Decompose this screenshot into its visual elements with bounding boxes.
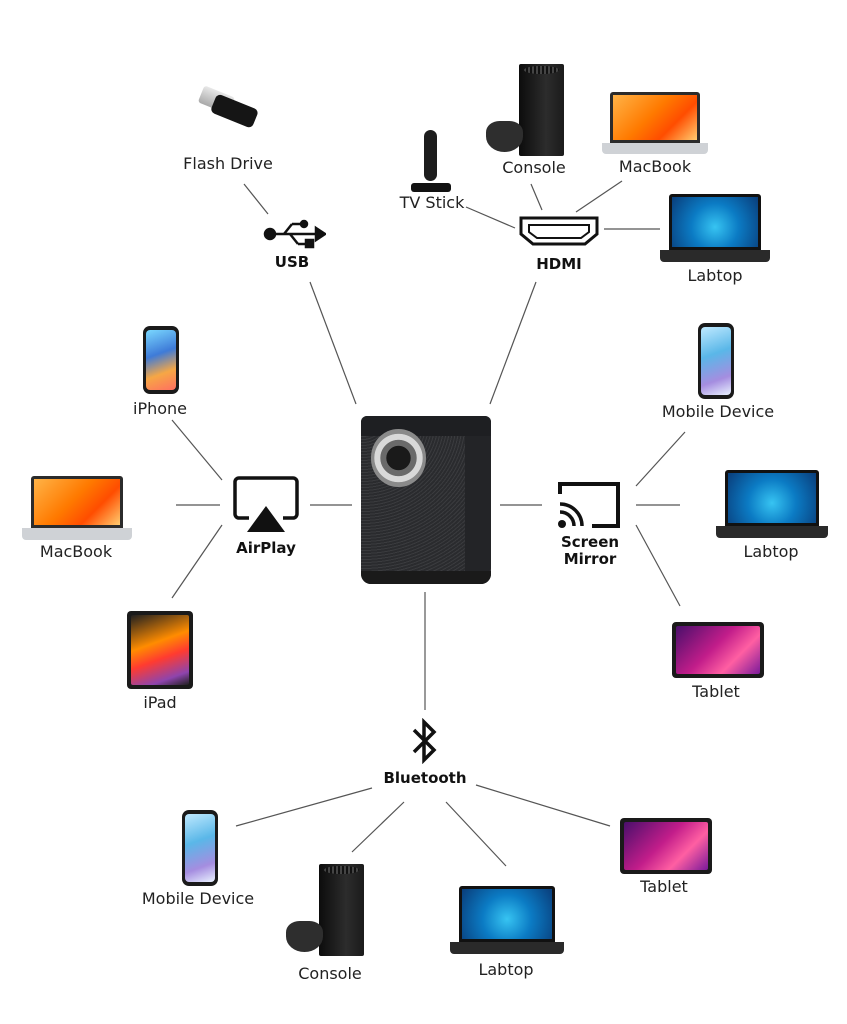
line-flashdrive-usb: [243, 183, 269, 215]
macbook-airplay: [22, 476, 132, 540]
line-mobile-bluetooth: [235, 787, 373, 827]
line-usb-projector: [309, 281, 357, 405]
line-console-bluetooth: [351, 801, 405, 853]
screen-mirror-label-line2: Mirror: [563, 550, 617, 568]
tablet-mirror: [672, 622, 764, 678]
ipad-label: iPad: [143, 693, 177, 712]
usb-label: USB: [274, 253, 310, 271]
bluetooth-hub: Bluetooth: [380, 716, 470, 792]
labtop-hdmi-label: Labtop: [687, 266, 743, 285]
projector-top: [361, 416, 491, 437]
labtop-mirror-label: Labtop: [743, 542, 799, 561]
macbook-airplay-base: [22, 528, 132, 540]
labtop-base: [660, 249, 770, 262]
flash-drive-label: Flash Drive: [183, 154, 273, 173]
macbook-airplay-label: MacBook: [39, 542, 113, 561]
iphone: [143, 326, 179, 394]
tv-stick: [408, 130, 454, 192]
labtop-bluetooth-label: Labtop: [478, 960, 534, 979]
ipad-screen: [131, 615, 189, 685]
mobile-device-mirror: [698, 323, 734, 399]
labtop-mirror: [716, 470, 828, 538]
labtop-mirror-base: [716, 525, 828, 538]
console-bluetooth-controller: [286, 921, 324, 953]
line-mobile-mirror: [635, 431, 686, 487]
line-hdmi-projector: [489, 281, 537, 405]
console-bluetooth-label: Console: [298, 964, 362, 983]
macbook-hdmi-label: MacBook: [618, 157, 692, 176]
tv-stick-label: TV Stick: [399, 193, 465, 212]
airplay-label: AirPlay: [236, 539, 296, 557]
line-tablet-mirror: [635, 524, 681, 607]
usb-icon: [263, 219, 326, 249]
hdmi-hub: HDMI: [515, 214, 605, 274]
macbook-airplay-screen: [30, 476, 124, 529]
mobile-device-mirror-screen: [701, 327, 731, 395]
screen-mirror-icon: [558, 482, 620, 528]
mobile-device-bluetooth-screen: [185, 814, 215, 882]
usb-hub: USB: [258, 212, 330, 272]
macbook-base: [602, 142, 708, 154]
line-macbook-hdmi: [575, 180, 623, 213]
flash-drive: [197, 85, 264, 142]
labtop-hdmi: [660, 194, 770, 262]
projector-side: [465, 424, 491, 576]
labtop-bluetooth-screen: [459, 886, 555, 942]
projector: [361, 416, 491, 584]
console-tower: [518, 64, 564, 156]
line-iphone-airplay: [171, 419, 223, 481]
macbook-screen: [610, 92, 700, 143]
bluetooth-icon: [412, 718, 437, 764]
airplay-hub: AirPlay: [226, 474, 306, 564]
labtop-bluetooth: [450, 886, 564, 954]
tv-stick-remote: [423, 130, 438, 181]
mobile-device-mirror-label: Mobile Device: [661, 402, 775, 421]
hdmi-label: HDMI: [536, 255, 582, 273]
line-console-hdmi: [530, 183, 543, 211]
line-ipad-airplay: [171, 524, 223, 599]
tablet-bluetooth-label: Tablet: [640, 877, 688, 896]
screen-mirror-hub: Screen Mirror: [550, 478, 630, 570]
iphone-label: iPhone: [132, 399, 188, 418]
screen-mirror-label-line1: Screen: [560, 533, 620, 551]
bluetooth-label: Bluetooth: [383, 769, 467, 787]
tablet-bluetooth: [620, 818, 712, 874]
mobile-device-bluetooth-label: Mobile Device: [141, 889, 255, 908]
line-labtop-bluetooth: [445, 801, 507, 867]
console-hdmi-label: Console: [502, 158, 566, 177]
console-bluetooth-tower: [318, 864, 364, 956]
ipad: [127, 611, 193, 689]
projector-base: [361, 570, 491, 584]
console-controller: [486, 121, 524, 153]
hdmi-port-icon: [519, 216, 599, 246]
mobile-device-bluetooth: [182, 810, 218, 886]
iphone-screen: [146, 330, 176, 390]
airplay-icon: [233, 476, 299, 532]
projector-lens: [371, 429, 426, 487]
screen-mirror-label: Screen Mirror: [561, 534, 619, 568]
line-tablet-bluetooth: [475, 784, 611, 827]
tv-stick-dongle: [410, 183, 452, 192]
labtop-screen: [668, 194, 762, 250]
line-tvstick-hdmi: [465, 206, 516, 229]
console-hdmi: [486, 64, 564, 156]
console-bluetooth: [286, 864, 364, 956]
tablet-bluetooth-screen: [624, 822, 708, 870]
tablet-mirror-label: Tablet: [692, 682, 740, 701]
labtop-mirror-screen: [724, 470, 820, 526]
labtop-bluetooth-base: [450, 941, 564, 954]
macbook-hdmi: [602, 92, 708, 154]
tablet-mirror-screen: [676, 626, 760, 674]
